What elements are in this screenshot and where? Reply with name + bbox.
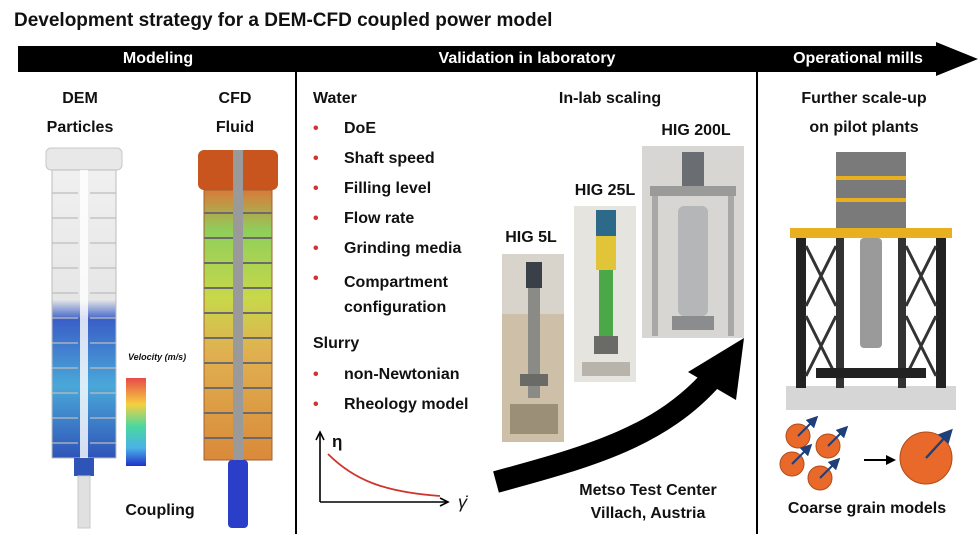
coupling-label: Coupling (125, 502, 195, 519)
process-banner-arrow (18, 42, 978, 76)
bullet-icon: • (313, 240, 319, 257)
bullet-icon: • (313, 270, 319, 287)
mill-photo-hig-25l (574, 206, 636, 382)
slurry-heading: Slurry (313, 335, 360, 352)
bullet-icon: • (313, 120, 319, 137)
water-item: Shaft speed (344, 150, 435, 167)
plot-x-symbol: γ̇ (458, 492, 467, 512)
pilot-plant-illustration (786, 152, 956, 410)
dem-subtitle: Particles (46, 119, 114, 136)
dem-title: DEM (62, 90, 98, 107)
mill-label-25l: HIG 25L (574, 182, 636, 199)
water-item: Grinding media (344, 240, 462, 257)
plot-y-symbol: η (332, 432, 343, 451)
column-divider (295, 72, 297, 534)
water-item: DoE (344, 120, 376, 137)
water-item: Compartment configuration (344, 274, 449, 316)
operational-heading-line-1: Further scale-up (801, 90, 927, 107)
test-center-line-1: Metso Test Center (579, 482, 717, 499)
water-item: Filling level (344, 180, 432, 197)
bullet-icon: • (313, 366, 319, 383)
section-label-modeling: Modeling (122, 50, 194, 67)
test-center-line-2: Villach, Austria (590, 505, 706, 522)
mill-label-200l: HIG 200L (661, 122, 731, 139)
velocity-colorbar (126, 378, 146, 466)
slurry-item: Rheology model (344, 396, 469, 413)
column-divider (756, 72, 758, 534)
cfd-mill-illustration (198, 150, 278, 528)
water-item: Flow rate (344, 210, 415, 227)
page-title: Development strategy for a DEM-CFD coupl… (14, 10, 553, 31)
cfd-subtitle: Fluid (215, 119, 255, 136)
cfd-title: CFD (218, 90, 252, 107)
mill-photo-hig-5l (502, 254, 564, 442)
section-label-validation: Validation in laboratory (438, 50, 616, 67)
scale-up-curved-arrow (493, 338, 744, 493)
section-label-operational: Operational mills (793, 50, 923, 67)
bullet-icon: • (313, 180, 319, 197)
operational-heading-line-2: on pilot plants (809, 119, 919, 136)
coarse-grain-illustration (779, 415, 953, 491)
bullet-icon: • (313, 150, 319, 167)
coarse-grain-label: Coarse grain models (787, 500, 947, 517)
mill-photo-hig-200l (642, 146, 744, 338)
scaling-heading: In-lab scaling (558, 90, 662, 107)
dem-mill-illustration (45, 147, 123, 529)
water-heading: Water (313, 90, 357, 107)
bullet-icon: • (313, 396, 319, 413)
colorbar-label: Velocity (m/s) (128, 352, 187, 362)
slurry-item: non-Newtonian (344, 366, 460, 383)
mill-label-5l: HIG 5L (505, 229, 557, 246)
bullet-icon: • (313, 210, 319, 227)
rheology-sketch-plot (315, 430, 450, 507)
